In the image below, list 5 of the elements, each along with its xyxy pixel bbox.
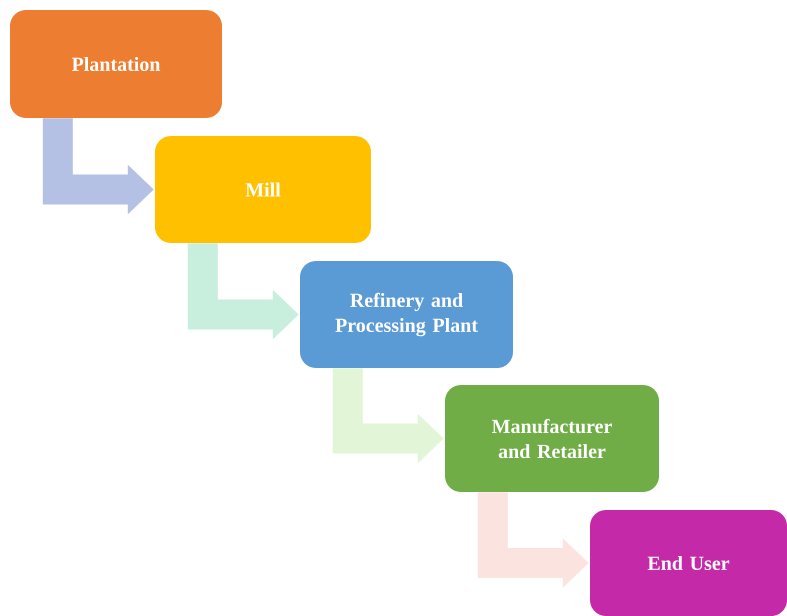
- process-box: Plantation: [10, 10, 222, 118]
- process-box: Mill: [155, 136, 371, 243]
- process-box: End User: [590, 510, 787, 616]
- process-box: Manufacturer and Retailer: [445, 385, 659, 492]
- process-box: Refinery and Processing Plant: [300, 261, 513, 368]
